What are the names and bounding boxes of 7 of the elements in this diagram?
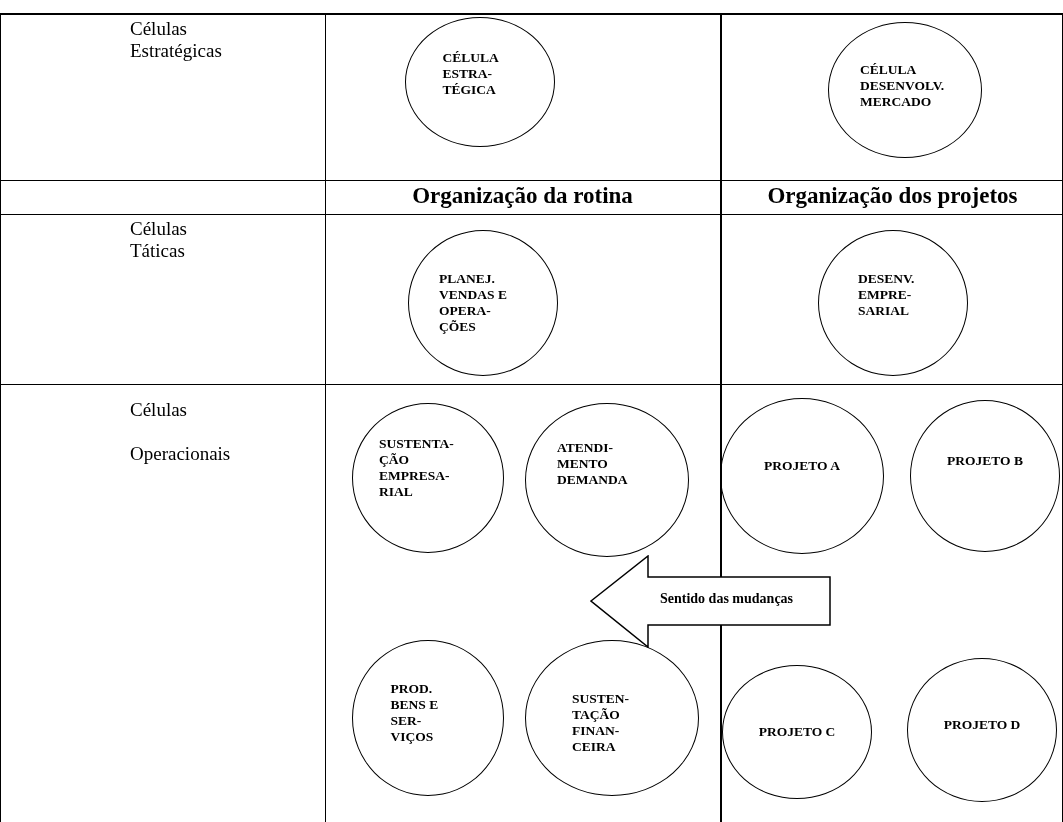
- column-header: Organização dos projetos: [766, 183, 1019, 209]
- row-label: Células Táticas: [130, 218, 188, 262]
- block-arrow: [590, 555, 832, 648]
- arrow-label: Sentido das mudanças: [660, 591, 794, 607]
- column-header: Organização da rotina: [411, 183, 634, 209]
- row-label: Células Estratégicas: [130, 18, 223, 62]
- row-label: Células Operacionais: [130, 398, 232, 466]
